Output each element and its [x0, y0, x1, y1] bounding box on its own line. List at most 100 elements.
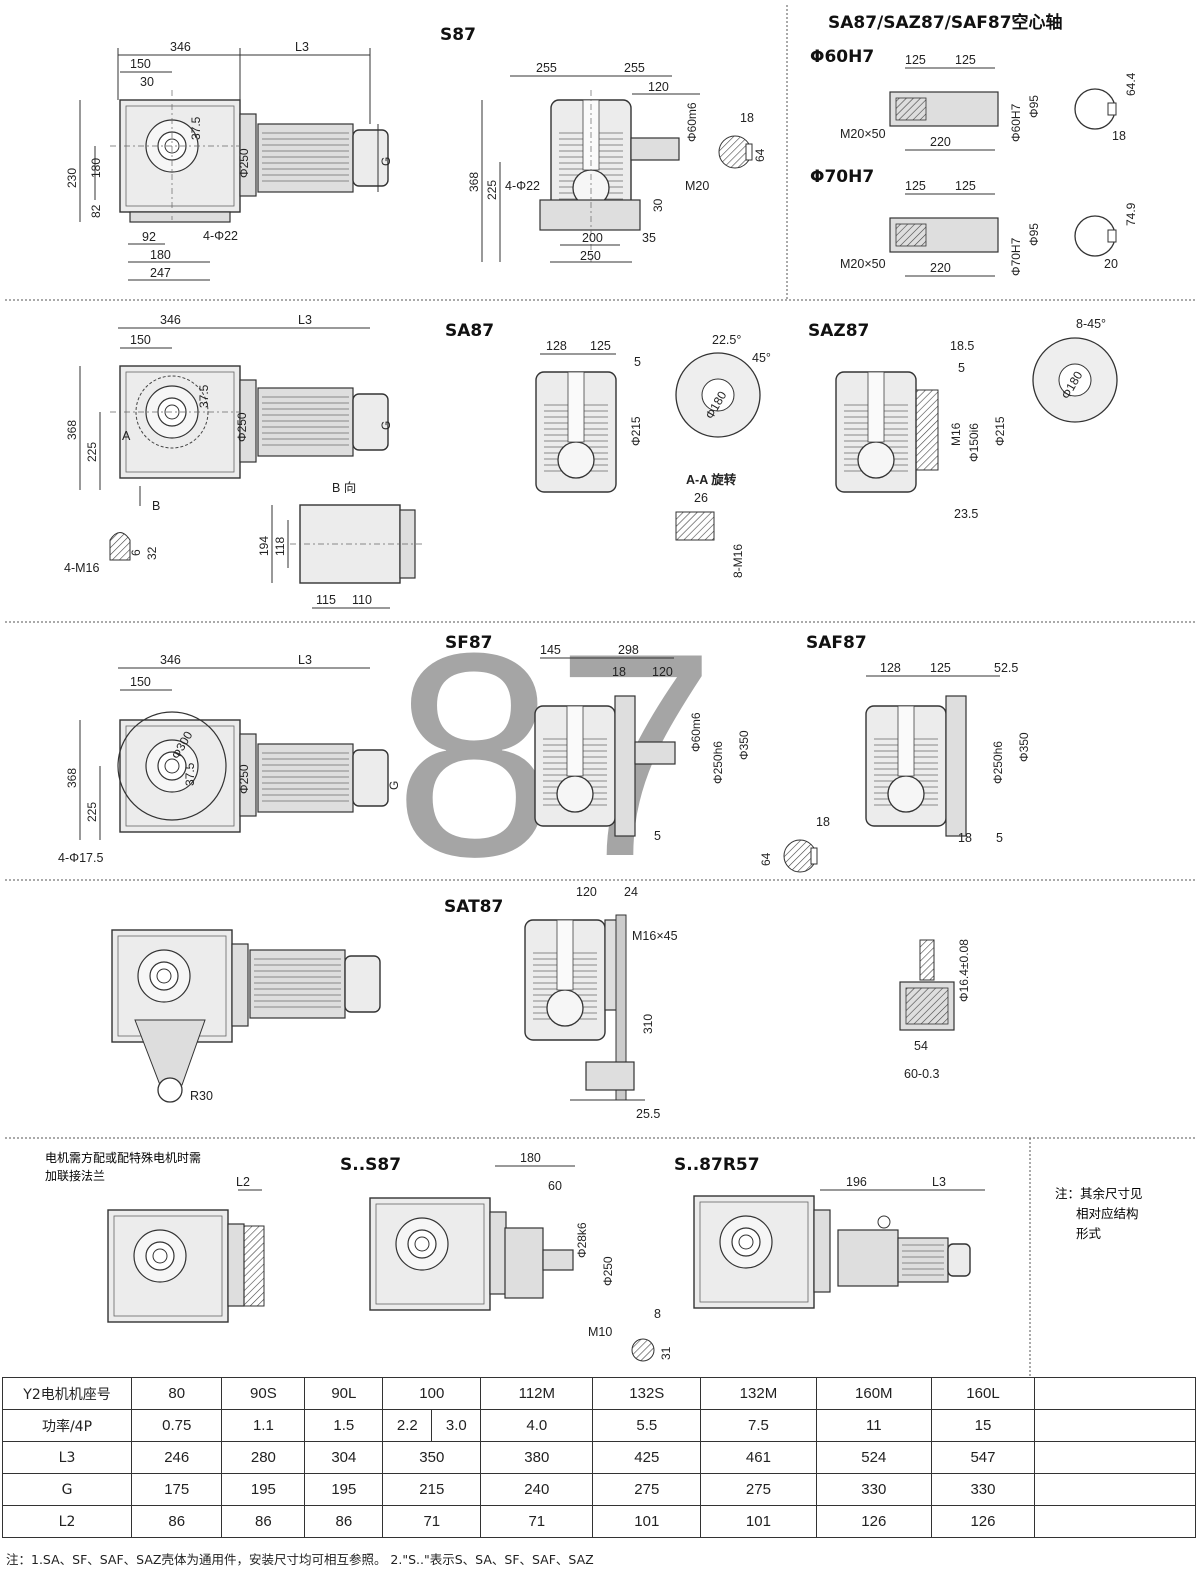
table-cell: 112M — [480, 1377, 594, 1410]
table-cell: 330 — [815, 1473, 932, 1506]
sat87-front-view: 120 24 M16×45 310 25.5 — [524, 885, 678, 1121]
sf87-section: SF87 346 L3 150 Φ300 37.5 Φ250 G 368 225… — [58, 633, 830, 873]
s87-dim-30b: 30 — [651, 198, 665, 212]
hollow-b-m20: M20×50 — [840, 257, 886, 271]
table-cell: 195 — [221, 1473, 306, 1506]
table-cell: 126 — [930, 1505, 1036, 1538]
table-cell: 275 — [592, 1473, 702, 1506]
hollow-a-bore: Φ60H7 — [1009, 103, 1023, 142]
table-cell: 71 — [480, 1505, 594, 1538]
flange-adaptor-view: L2 — [107, 1175, 265, 1323]
sat87-24: 24 — [624, 885, 638, 899]
table-cell: 86 — [130, 1505, 223, 1538]
l2-label: L2 — [236, 1175, 250, 1189]
table-cell-empty — [1034, 1473, 1196, 1506]
ss87-phi28: Φ28k6 — [575, 1222, 589, 1258]
s87-dim-82: 82 — [89, 204, 103, 218]
note-left-line-1: 电机需方配或配特殊电机时需 — [45, 1150, 201, 1165]
sat87-pin-detail: Φ16.4±0.08 54 60-0.3 — [899, 939, 971, 1081]
s87-dim-230: 230 — [65, 168, 79, 188]
sf87-dim-120: 120 — [652, 665, 673, 679]
sa87-detail: 4-M16 6 32 — [64, 532, 159, 575]
sa87-section: SA87 346 L3 150 37.5 Φ250 G 368 225 A B … — [64, 313, 771, 609]
table-cell-empty — [1034, 1409, 1196, 1442]
ss87-phi250: Φ250 — [601, 1256, 615, 1286]
sa87-view-b-115: 115 — [316, 593, 336, 607]
table-cell: 240 — [480, 1473, 594, 1506]
sf87-dim-phi350: Φ350 — [737, 730, 751, 760]
saf87-125: 125 — [930, 661, 951, 675]
saz87-m16: M16 — [949, 422, 963, 446]
saf87-52-5: 52.5 — [994, 661, 1018, 675]
table-cell: 86 — [221, 1505, 306, 1538]
sf87-dim-145: 145 — [540, 643, 561, 657]
sa87-aa: A-A 旋转 26 8-M16 — [675, 472, 745, 578]
saf87-18: 18 — [958, 831, 972, 845]
sa87-dim-125: 125 — [590, 339, 611, 353]
sf87-front-view: 145 298 18 120 Φ60m6 Φ250h6 Φ350 5 — [534, 643, 751, 843]
saf87-128: 128 — [880, 661, 901, 675]
s87-key-section: 18 64 — [718, 111, 767, 169]
table-cell: 195 — [304, 1473, 384, 1506]
s87-dim-4phi22: 4-Φ22 — [505, 179, 540, 193]
s87-dim-35: 35 — [642, 231, 656, 245]
table-cell: 160M — [815, 1377, 932, 1410]
sat87-310: 310 — [641, 1014, 655, 1034]
sa87-view-b-194: 194 — [257, 536, 271, 556]
table-cell: 132S — [592, 1377, 702, 1410]
hollow-a-drawing: 125 125 M20×50 220 Φ60H7 Φ95 64.4 18 — [840, 53, 1138, 151]
r57-l3: L3 — [932, 1175, 946, 1189]
s87-dim-346: 346 — [170, 40, 191, 54]
saf87-5: 5 — [996, 831, 1003, 845]
table-cell-empty — [1034, 1377, 1196, 1410]
saf87-title: SAF87 — [806, 633, 867, 653]
table-cell: 5.5 — [592, 1409, 702, 1442]
table-cell: 71 — [382, 1505, 482, 1538]
table-cell: 275 — [700, 1473, 817, 1506]
sat87-60: 60-0.3 — [904, 1067, 939, 1081]
s87-dim-150: 150 — [130, 57, 151, 71]
sf87-dim-phi250: Φ250 — [237, 764, 251, 794]
sf87-dim-phi250h6: Φ250h6 — [711, 741, 725, 784]
sa87-side-view: 346 L3 150 37.5 Φ250 G 368 225 A B — [65, 313, 393, 513]
s87-dim-phi250: Φ250 — [237, 148, 251, 178]
s87-dim-30: 30 — [140, 75, 154, 89]
sa87-dim-g: G — [379, 421, 393, 430]
saf87-phi350: Φ350 — [1017, 732, 1031, 762]
ss87-60: 60 — [548, 1179, 562, 1193]
table-cell: 380 — [480, 1441, 594, 1474]
sa87-dim-l3: L3 — [298, 313, 312, 327]
ss87-m10: M10 — [588, 1325, 612, 1339]
note-right-line-1: 注：其余尺寸见 — [1055, 1186, 1143, 1201]
sa87-dim-346: 346 — [160, 313, 181, 327]
s87-section: S87 346 L3 150 30 37.5 Φ250 G 230 180 8 — [65, 25, 767, 281]
s87-key-18: 18 — [740, 111, 754, 125]
s87-dim-250: 250 — [580, 249, 601, 263]
sat87-title: SAT87 — [444, 897, 503, 917]
table-cell: 1.1 — [221, 1409, 306, 1442]
saz87-23-5: 23.5 — [954, 507, 978, 521]
table-cell: 4.0 — [480, 1409, 594, 1442]
row-label: Y2电机机座号 — [2, 1377, 132, 1410]
sa87-detail-32: 32 — [145, 546, 159, 560]
table-cell: 90S — [221, 1377, 306, 1410]
note-left-line-2: 加联接法兰 — [45, 1168, 105, 1183]
s87-dim-37-5: 37.5 — [189, 116, 203, 140]
s87-dim-368: 368 — [467, 172, 481, 192]
saf87-phi250h6: Φ250h6 — [991, 741, 1005, 784]
row-label: L3 — [2, 1441, 132, 1474]
hollow-a-m20: M20×50 — [840, 127, 886, 141]
table-cell: 11 — [815, 1409, 932, 1442]
hollow-b-drawing: 125 125 M20×50 220 Φ70H7 Φ95 74.9 20 — [840, 179, 1138, 277]
table-cell: 0.75 — [130, 1409, 223, 1442]
sa87-dim-phi215: Φ215 — [629, 416, 643, 446]
hollow-a-125b: 125 — [955, 53, 976, 67]
saz87-18-5: 18.5 — [950, 339, 974, 353]
s87-dim-225: 225 — [485, 180, 499, 200]
ss87-view: S..S87 180 60 Φ28k6 Φ250 M10 8 31 — [340, 1151, 673, 1362]
note-right-line-2: 相对应结构 — [1076, 1206, 1139, 1221]
note-right-line-3: 形式 — [1076, 1227, 1102, 1241]
table-cell: 101 — [592, 1505, 702, 1538]
table-cell: 90L — [304, 1377, 384, 1410]
